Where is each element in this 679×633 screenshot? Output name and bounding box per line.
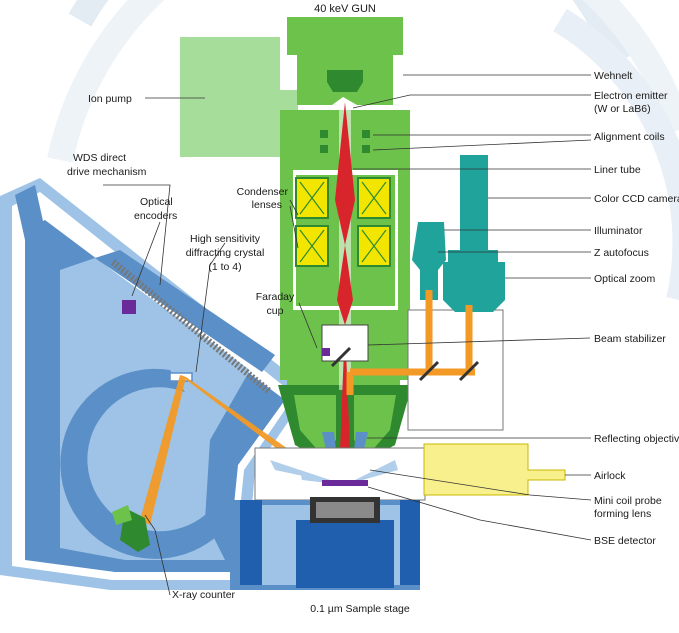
alignment-coils: [320, 130, 370, 153]
ion-pump-connector: [278, 90, 298, 110]
label-xray-counter: X-ray counter: [172, 589, 236, 601]
label-faraday-1: Faraday: [256, 291, 295, 303]
label-ccd-camera: Color CCD camera: [594, 193, 679, 205]
optics-assembly: [412, 155, 505, 312]
faraday-cup: [322, 348, 330, 356]
label-emitter-1: Electron emitter: [594, 90, 668, 102]
sample-stage: [296, 497, 394, 588]
label-crystal-2: diffracting crystal: [186, 247, 265, 259]
leader-lines: [103, 74, 592, 596]
label-liner-tube: Liner tube: [594, 164, 641, 176]
label-gun: 40 keV GUN: [314, 3, 376, 15]
background-arcs: [47, 0, 679, 300]
label-crystal-3: (1 to 4): [208, 261, 241, 273]
label-crystal-1: High sensitivity: [190, 233, 261, 245]
label-optical-1: Optical: [140, 196, 173, 208]
label-z-autofocus: Z autofocus: [594, 247, 649, 259]
label-illuminator: Illuminator: [594, 225, 643, 237]
wehnelt: [327, 70, 363, 92]
label-wds-2: drive mechanism: [67, 166, 147, 178]
wds-spectrometer: [0, 178, 310, 590]
label-minicoil-2: forming lens: [594, 508, 651, 520]
electron-beam: [335, 102, 355, 488]
label-sample-stage: 0.1 µm Sample stage: [310, 603, 410, 615]
label-bse-detector: BSE detector: [594, 535, 656, 547]
xray-counter: [112, 505, 150, 552]
label-alignment-coils: Alignment coils: [594, 131, 665, 143]
label-minicoil-1: Mini coil probe: [594, 495, 662, 507]
airlock: [423, 443, 566, 496]
label-faraday-2: cup: [267, 305, 284, 317]
label-emitter-2: (W or LaB6): [594, 103, 651, 115]
beam-stabilizer-mirror: [330, 346, 352, 368]
label-airlock: Airlock: [594, 470, 626, 482]
label-optical-2: encoders: [134, 210, 177, 222]
condenser-coil-marks: [299, 181, 387, 263]
wds-drive-screw: [110, 259, 273, 395]
label-beam-stabilizer: Beam stabilizer: [594, 333, 666, 345]
label-condenser-2: lenses: [252, 199, 282, 211]
label-wehnelt: Wehnelt: [594, 70, 632, 82]
optical-light-path: [346, 290, 475, 395]
label-wds-1: WDS direct: [73, 152, 126, 164]
label-optical-zoom: Optical zoom: [594, 273, 656, 285]
label-condenser-1: Condenser: [237, 186, 289, 198]
ion-pump: [180, 37, 280, 157]
optical-encoder: [122, 300, 136, 314]
optical-mirrors: [418, 360, 480, 382]
bse-detector: [322, 480, 368, 486]
label-ion-pump: Ion pump: [88, 93, 132, 105]
label-reflecting-objective: Reflecting objective: [594, 433, 679, 445]
